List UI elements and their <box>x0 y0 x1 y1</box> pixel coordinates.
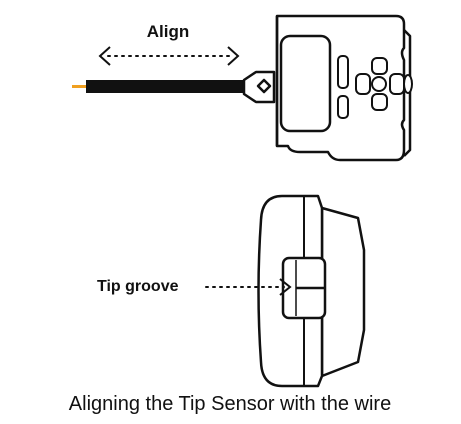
tip-sensor <box>242 70 276 104</box>
figure-caption: Aligning the Tip Sensor with the wire <box>69 393 391 415</box>
meter-housing-side <box>320 206 366 378</box>
align-label: Align <box>147 22 190 41</box>
tip-groove-arrow <box>205 278 292 296</box>
wire-tip <box>72 85 86 88</box>
align-arrow <box>98 46 240 66</box>
tip-groove-label: Tip groove <box>97 278 179 295</box>
display-screen <box>279 34 332 133</box>
keypad <box>337 55 413 119</box>
top-view: Align <box>72 14 413 162</box>
wire <box>72 80 254 93</box>
side-view: Tip groove <box>97 194 366 388</box>
